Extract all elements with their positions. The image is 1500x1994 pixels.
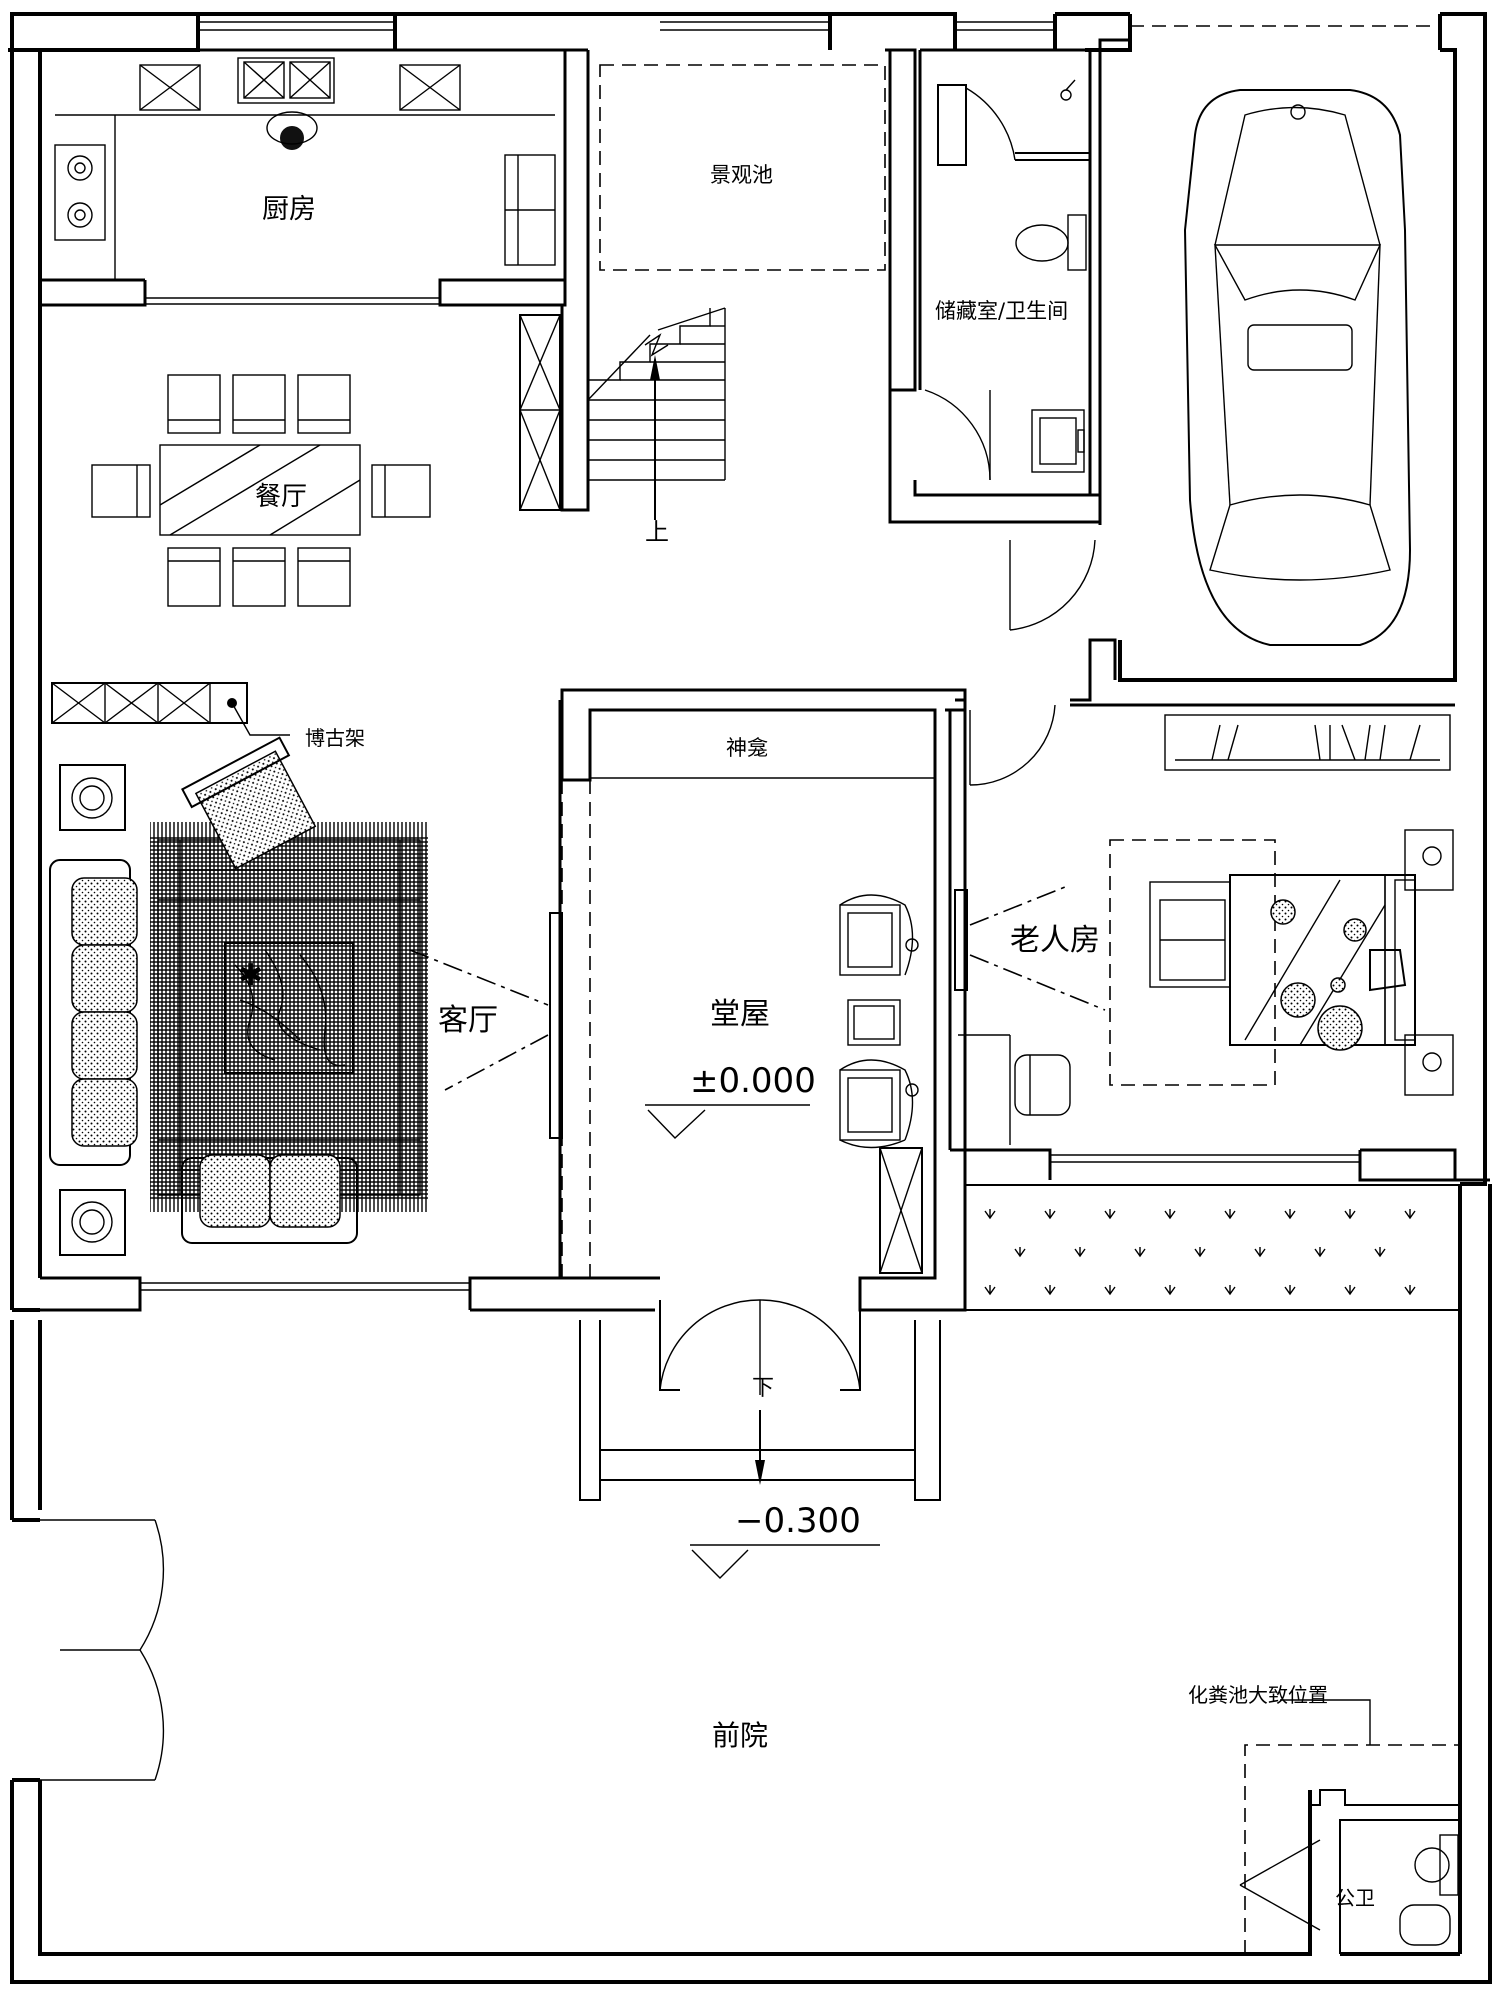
elder-room: [945, 690, 1490, 1182]
plant-mark: [1164, 1285, 1176, 1296]
plant-mark: [1284, 1209, 1296, 1220]
pond-label: 景观池: [710, 163, 773, 187]
outdoor-level-label: −0.300: [735, 1501, 861, 1541]
plant-mark: [1104, 1285, 1116, 1296]
plant-mark: [1044, 1209, 1056, 1220]
hall-label: 堂屋: [710, 997, 770, 1032]
living-room: ✱: [12, 700, 655, 1312]
garden-strip: [965, 1184, 1461, 1311]
plant-mark: [984, 1285, 996, 1296]
car-icon: [1183, 89, 1412, 646]
entry-porch: [40, 1299, 941, 1781]
sofa-icon: [49, 859, 138, 1166]
storage-bath-room: [888, 48, 1102, 525]
plant-mark: [1104, 1209, 1116, 1220]
kitchen-room: [40, 48, 567, 307]
door-swing-icon: [659, 1299, 861, 1395]
living-label: 客厅: [438, 1003, 498, 1038]
entry-down-label: 下: [752, 1376, 774, 1401]
plant-mark: [1254, 1247, 1266, 1258]
plant-mark: [1224, 1285, 1236, 1296]
plant-mark: [1014, 1247, 1026, 1258]
toilet-icon: [1015, 214, 1087, 271]
dining-area: [91, 374, 431, 607]
public-wc-label: 公卫: [1335, 1886, 1375, 1910]
elder-room-label: 老人房: [1010, 923, 1100, 958]
plant-mark: [1074, 1247, 1086, 1258]
dining-label: 餐厅: [255, 482, 307, 512]
level-marker-icon: [645, 1104, 810, 1139]
public-wc: [1239, 1699, 1460, 1954]
plant-mark: [1134, 1247, 1146, 1258]
hall-room: [560, 688, 967, 1312]
plant-mark: [1044, 1285, 1056, 1296]
svg-text:✱: ✱: [238, 958, 263, 993]
plant-mark: [1404, 1285, 1416, 1296]
plant-mark: [1374, 1247, 1386, 1258]
stair-arrow-icon: [650, 355, 660, 520]
display-shelf: [51, 682, 290, 736]
bed-icon: [1229, 874, 1416, 1051]
plant-mark: [1314, 1247, 1326, 1258]
plant-mark: [1344, 1209, 1356, 1220]
plant-mark: [1284, 1285, 1296, 1296]
plant-mark: [984, 1209, 996, 1220]
display-shelf-label: 博古架: [305, 726, 365, 750]
plant-icon: [984, 1209, 1416, 1296]
septic-label: 化粪池大致位置: [1188, 1683, 1328, 1707]
plant-mark: [1224, 1209, 1236, 1220]
plant-mark: [1194, 1247, 1206, 1258]
shrine-label: 神龛: [726, 736, 768, 760]
plant-mark: [1164, 1209, 1176, 1220]
plant-mark: [1344, 1285, 1356, 1296]
stair-up-label: 上: [645, 518, 669, 546]
indoor-level-label: ±0.000: [690, 1061, 816, 1101]
garage-room: [1009, 38, 1130, 702]
plant-mark: [1404, 1209, 1416, 1220]
stair-area: [519, 48, 917, 520]
kitchen-label: 厨房: [262, 194, 316, 225]
storage-bath-label: 储藏室/卫生间: [935, 299, 1068, 323]
front-yard-label: 前院: [712, 1719, 768, 1752]
